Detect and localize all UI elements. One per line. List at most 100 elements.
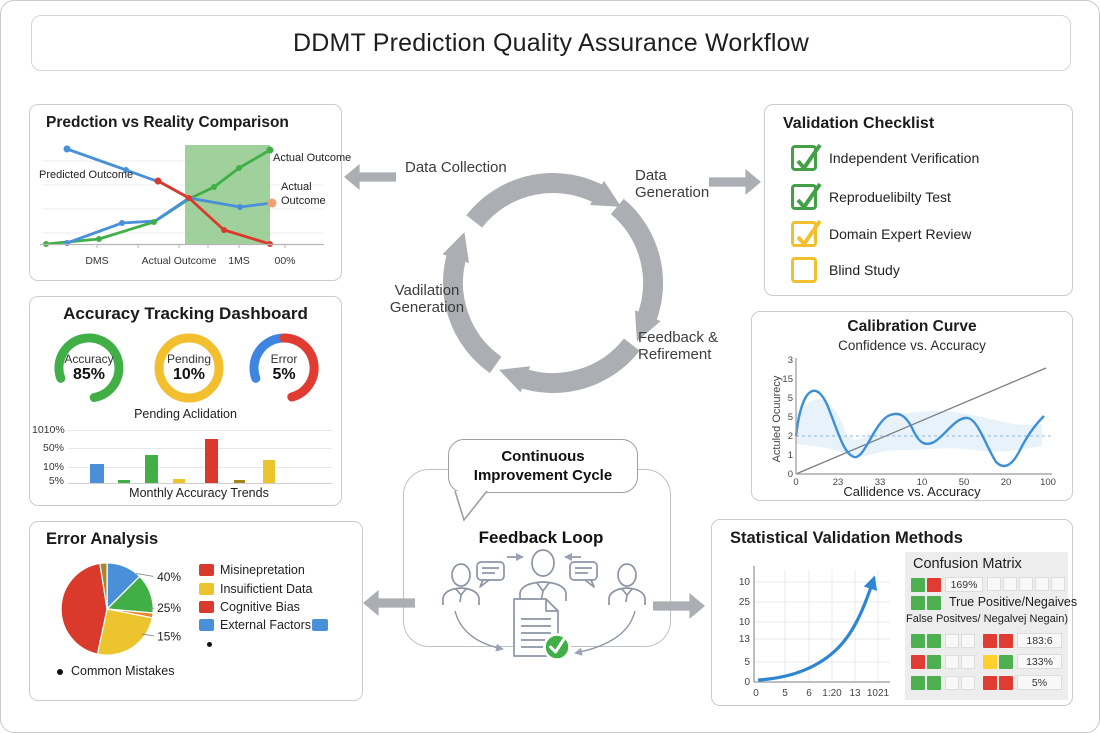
legend-swatch-insufficient-data [199,583,214,595]
cm-empty-cell [961,676,975,690]
stat-xtick-3: 1:20 [822,688,842,699]
cm-row1-value: 169% [945,577,983,592]
blue-ascending-line [66,196,190,245]
cal-ytick-4: 2 [788,431,793,442]
person-center-icon [531,549,555,577]
checkbox-blind-study[interactable] [791,257,817,283]
legend-label-misinterpretation: Misinepretation [220,563,305,577]
exponential-curve [757,575,878,682]
red-line [157,179,271,246]
orange-endpoint [267,198,277,208]
cm-square [927,676,941,690]
checklist-item-1-label: Independent Verification [829,150,980,166]
legend-extra-blue-swatch [312,619,328,631]
cm-square [911,655,925,669]
cm-square [911,596,925,610]
confidence-band [796,399,1042,457]
bar-ytick-3: 5% [48,475,64,487]
stat-xtick-0: 0 [753,688,759,699]
stat-xtick-1: 5 [782,688,788,699]
gauge-pending-label: Pending [166,352,212,366]
calibration-title: Calibration Curve [847,318,977,335]
gauge-error-ring [249,333,319,402]
cm-row3-text: False Positves/ Negalvej Negain) [906,613,1069,625]
actual-side-label-1: Actual [281,181,312,193]
legend-label-cognitive-bias: Cognitive Bias [220,600,300,614]
cm-square [927,578,941,592]
legend-swatch-misinterpretation [199,564,214,576]
cm-empty-cell [961,634,975,648]
cal-xtick-2: 33 [875,477,886,488]
pie-label-25: 25% [157,601,181,615]
bar-4 [173,479,185,483]
checkbox-independent-verification[interactable] [791,143,822,172]
pred-xtick-3: 00% [274,255,296,267]
bar-2 [118,480,130,483]
calibration-chart: 3 15 5 5 2 1 0 0 23 33 10 50 20 100 [782,355,1056,488]
gauge-error-value: 5% [272,366,296,383]
cycle-stage-data-generation: Data Generation [635,167,709,201]
cm-square [999,655,1013,669]
panel-statistical-validation: Statistical Validation Methods 10 25 [711,519,1077,706]
cycle-stage-validation-line2: Generation [389,299,465,316]
bubble-line2: Improvement Cycle [473,467,613,484]
cm-square [999,634,1013,648]
cal-xtick-3: 10 [917,477,928,488]
gauge-accuracy-ring [54,333,124,402]
cycle-stage-data-generation-line2: Generation [635,184,710,201]
bar-gridline [68,467,332,468]
bar-1 [90,464,104,483]
checkbox-domain-expert-review[interactable] [791,219,822,248]
cm-empty-cell [1019,577,1033,591]
error-pie-chart: 40% 25% 15% [60,562,181,656]
legend-label-external-factors: External Factors [220,618,312,632]
stat-xtick-5: 1021 [867,688,890,699]
check-icon [796,182,822,211]
cm-grid-value-1: 183:6 [1017,633,1062,648]
pie-label-15: 15% [157,630,181,644]
bar-ytick-2: 10% [42,461,64,473]
stat-ytick-4: 5 [744,657,750,668]
gauge-pending: Pending 10% [151,330,227,406]
stat-ytick-2: 10 [739,617,751,628]
stat-ytick-5: 0 [744,677,750,688]
bar-7 [263,460,275,483]
dashboard-subtitle: Pending Aclidation [134,407,237,421]
panel-accuracy-dashboard: Accuracy Tracking Dashboard Accuracy 85%… [29,296,342,506]
pie-slice-brown [99,562,108,610]
confusion-matrix-title: Confusion Matrix [913,556,1022,572]
cm-empty-cell [961,655,975,669]
panel-calibration-curve: Calibration Curve Confidence vs. Accurac… [751,311,1073,501]
checkbox-reproducibility-test[interactable] [791,182,822,211]
panel-prediction-vs-reality: Predction vs Reality Comparison Predicte… [29,104,351,281]
cm-empty-cell [945,676,959,690]
cycle-stage-data-collection: Data Collection [405,159,507,176]
check-icon [796,143,822,172]
error-analysis-title: Error Analysis [46,530,159,548]
statistical-title: Statistical Validation Methods [730,529,963,547]
pie-label-40: 40% [157,570,181,584]
continuous-improvement-bubble: Continuous Improvement Cycle [448,439,638,493]
cm-empty-cell [945,634,959,648]
bubble-line1: Continuous [501,448,585,465]
cm-empty-cell [1003,577,1017,591]
gauge-pending-value: 10% [172,366,206,383]
bar-ytick-1: 50% [42,442,64,454]
gauge-error-label: Error [270,352,298,366]
statistical-growth-chart: 10 25 10 13 5 0 0 5 6 1:20 13 1021 [739,566,890,699]
predicted-outcome-label: Predicted Outcome [39,169,134,181]
chat-bubble-right-icon [569,561,598,588]
cm-empty-cell [987,577,1001,591]
cycle-stage-data-generation-line1: Data [635,167,667,184]
person-left-icon [451,563,471,587]
cal-ytick-1: 15 [782,374,793,385]
cal-xtick-0: 0 [793,477,798,488]
cycle-stage-feedback-line2: Refirement [638,346,712,363]
legend-label-insufficient-data: Insuifictient Data [220,582,313,596]
cycle-stage-feedback-line1: Feedback & [638,329,719,346]
cal-ytick-3: 5 [788,412,793,423]
cycle-arc-top [466,173,622,228]
cal-ytick-5: 1 [788,450,793,461]
panel-validation-checklist: Validation Checklist Independent Verific… [764,104,1073,296]
